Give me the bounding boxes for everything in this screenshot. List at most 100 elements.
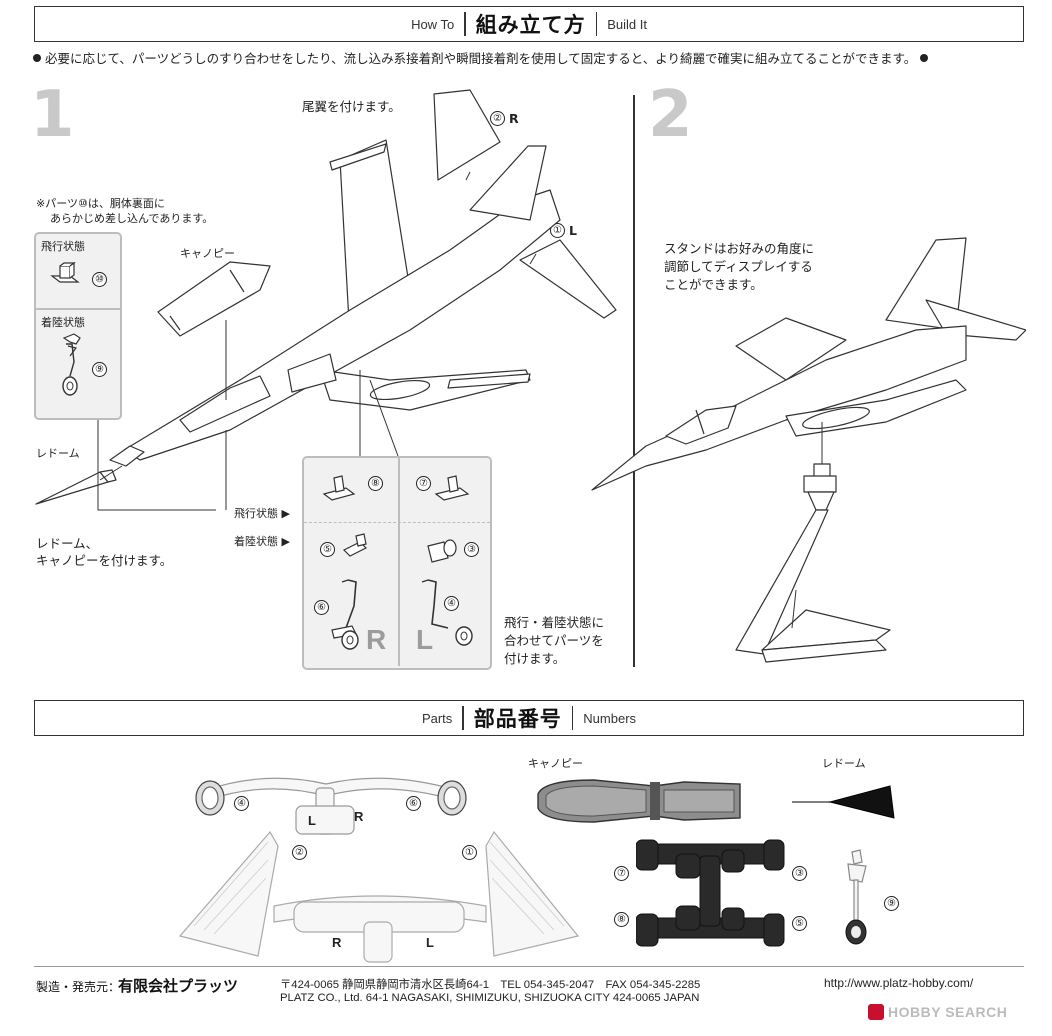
- part-2-callout: ② R: [490, 110, 519, 127]
- sprue-r-label: R: [354, 809, 364, 824]
- sprue2-l-label: L: [426, 935, 434, 950]
- parts-title: 部品番号: [473, 707, 562, 731]
- insert-note-line1: ※パーツ⑩は、胴体裏面に: [36, 197, 165, 210]
- step-2-number: 2: [648, 78, 693, 152]
- part-number-2-sprue: ②: [292, 845, 307, 860]
- flight-state-label: 飛行状態: [41, 240, 85, 253]
- step-divider: [633, 95, 635, 667]
- address-jp: 〒424-0065 静岡県静岡市清水区長崎64-1 TEL 054-345-20…: [280, 979, 701, 991]
- tail-note: 尾翼を付けます。: [302, 99, 401, 114]
- part-8-icon: [322, 475, 356, 501]
- radome-note-line1: レドーム、: [36, 536, 99, 551]
- part-10-icon: [50, 262, 80, 283]
- header-divider: [462, 706, 464, 730]
- sprue2-r-label: R: [332, 935, 342, 950]
- stand-note-line2: 調節してディスプレイする: [664, 259, 813, 274]
- insert-note-line2: あらかじめ差し込んであります。: [50, 212, 214, 225]
- white-sprue-fins: [178, 830, 580, 963]
- landing-state-arrow-label: 着陸状態 ▶: [234, 535, 290, 548]
- panel-hsplit: [304, 522, 490, 523]
- part-number-1-sprue: ①: [462, 845, 477, 860]
- part-number-4-sprue: ④: [234, 796, 249, 811]
- part-1-side: L: [569, 223, 577, 238]
- part-number-9-sprue: ⑨: [884, 896, 899, 911]
- part-number-4: ④: [444, 596, 459, 611]
- part-number-6-sprue: ⑥: [406, 796, 421, 811]
- part-number-3-sprue: ③: [792, 866, 807, 881]
- part-4-icon: [421, 579, 473, 646]
- intro-note: 必要に応じて、パーツどうしのすり合わせをしたり、流し込み系接着剤や瞬間接着剤を使…: [45, 51, 917, 66]
- watermark-icon: [868, 1004, 884, 1020]
- footer-divider: [34, 966, 1024, 967]
- how-to-header: How To 組み立て方 Build It: [34, 6, 1024, 42]
- sprue-l-label: L: [308, 813, 316, 828]
- landing-state-label: 着陸状態: [41, 316, 85, 329]
- tail-fin-r: [433, 89, 501, 181]
- numbers-label: Numbers: [583, 710, 637, 726]
- parts-label: Parts: [421, 710, 453, 726]
- part-number-5: ⑤: [320, 542, 335, 557]
- intro-note-row: 必要に応じて、パーツどうしのすり合わせをしたり、流し込み系接着剤や瞬間接着剤を使…: [33, 48, 1023, 67]
- step-1-number: 1: [30, 78, 75, 152]
- landing-gear-panel: ⑧ ⑦ ⑤ ③ ⑥ R ④ L: [302, 456, 492, 670]
- how-to-title: 組み立て方: [475, 13, 586, 37]
- panel-split: [36, 308, 120, 310]
- part-1-callout: ① L: [550, 222, 577, 239]
- part-9-icon: [62, 333, 81, 396]
- canopy-parts-label: キャノピー: [528, 757, 583, 770]
- part-number-9: ⑨: [92, 362, 107, 377]
- part-2-side: R: [509, 111, 519, 126]
- radome-note-line2: キャノピーを付けます。: [36, 553, 173, 568]
- stand-note-line3: ことができます。: [664, 277, 763, 292]
- build-it-label: Build It: [607, 16, 647, 32]
- canopy-part-photo: [537, 779, 741, 823]
- maker-url[interactable]: http://www.platz-hobby.com/: [824, 976, 974, 990]
- jet-on-stand-drawing: [591, 237, 1026, 663]
- address-en: PLATZ CO., Ltd. 64-1 NAGASAKI, SHIMIZUKU…: [280, 992, 700, 1004]
- part-number-6: ⑥: [314, 600, 329, 615]
- part-number-8-sprue: ⑧: [614, 912, 629, 927]
- canopy-label: キャノピー: [180, 247, 235, 260]
- dark-gear-sprue: [636, 839, 785, 947]
- gear-note-line2: 合わせてパーツを: [504, 633, 604, 648]
- panel-l-label: L: [416, 624, 434, 655]
- jet-assembly-drawing: [35, 89, 617, 511]
- canopy-part: [157, 261, 271, 337]
- gear-note-line3: 付けます。: [504, 651, 566, 666]
- parts-header: Parts 部品番号 Numbers: [34, 700, 1024, 736]
- tail-fin-l: [519, 239, 617, 319]
- part-number-2: ②: [490, 111, 505, 126]
- radome-part-photo: [792, 785, 895, 819]
- watermark-text: HOBBY SEARCH: [888, 1004, 1008, 1020]
- part-number-10: ⑩: [92, 272, 107, 287]
- part-number-1: ①: [550, 223, 565, 238]
- part-number-8: ⑧: [368, 476, 383, 491]
- company-name: 有限会社プラッツ: [118, 977, 239, 995]
- header-divider: [595, 12, 598, 36]
- radome-parts-label: レドーム: [822, 757, 866, 770]
- stand-note-line1: スタンドはお好みの角度に: [664, 241, 815, 256]
- header-divider: [464, 12, 466, 36]
- part-5-icon: [342, 533, 368, 557]
- part-number-5-sprue: ⑤: [792, 916, 807, 931]
- part-number-3: ③: [464, 542, 479, 557]
- bullet-icon: [920, 53, 929, 62]
- part-3-icon: [427, 539, 457, 563]
- part-number-7: ⑦: [416, 476, 431, 491]
- part-6-icon: [331, 579, 359, 650]
- flight-state-arrow-label: 飛行状態 ▶: [234, 507, 290, 520]
- white-sprue-wheels: [195, 777, 467, 835]
- panel-vsplit: [398, 458, 400, 666]
- bullet-icon: [33, 53, 41, 62]
- part-number-7-sprue: ⑦: [614, 866, 629, 881]
- part-9-photo: [845, 849, 867, 945]
- panel-r-label: R: [366, 624, 387, 655]
- part-10-9-panel: 飛行状態 着陸状態 ⑩ ⑨: [34, 232, 122, 420]
- radome-label: レドーム: [36, 447, 80, 460]
- maker-label: 製造・発売元：: [36, 980, 121, 994]
- gear-note-line1: 飛行・着陸状態に: [504, 615, 605, 630]
- header-divider: [571, 706, 574, 730]
- watermark-logo: HOBBY SEARCH: [868, 1004, 1007, 1020]
- part-7-icon: [434, 475, 470, 501]
- how-to-label: How To: [411, 16, 455, 32]
